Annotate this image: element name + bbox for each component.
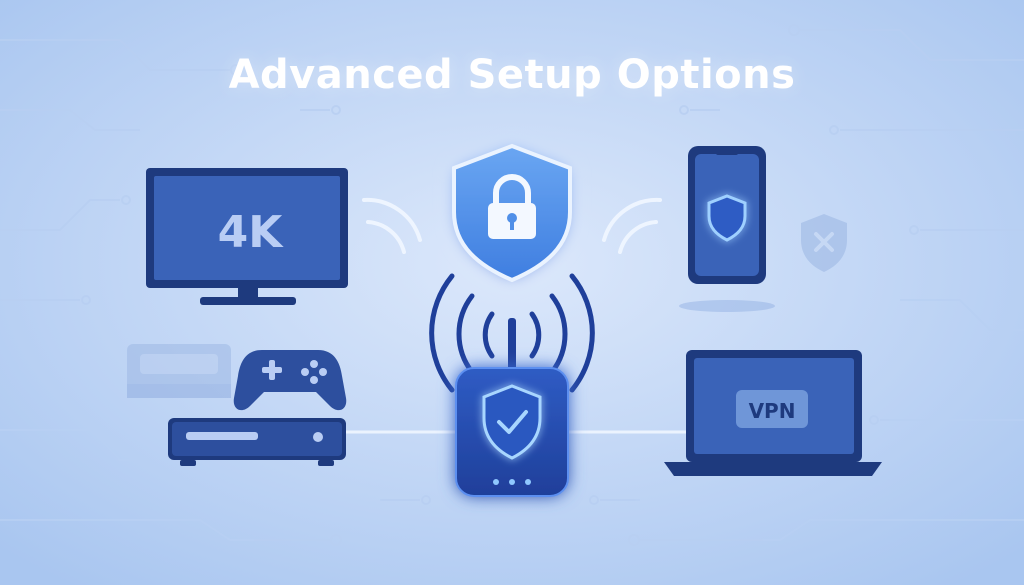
laptop-label: VPN	[749, 399, 796, 423]
smartphone-icon	[679, 146, 775, 312]
router-waves-icon	[429, 273, 595, 393]
shield-check-icon	[482, 384, 542, 460]
tv-icon: 4K	[146, 168, 348, 305]
page-title: Advanced Setup Options	[228, 52, 796, 98]
tv-label: 4K	[218, 207, 285, 258]
wifi-waves-icon	[362, 197, 662, 254]
circuit-traces	[0, 24, 1024, 546]
bed-icon	[127, 344, 231, 398]
shield-x-icon	[801, 214, 847, 272]
shield-lock-icon	[452, 143, 572, 283]
set-top-box-icon	[168, 418, 346, 466]
router-icon	[455, 318, 569, 497]
laptop-icon: VPN	[664, 350, 882, 476]
gamepad-icon	[233, 350, 347, 411]
